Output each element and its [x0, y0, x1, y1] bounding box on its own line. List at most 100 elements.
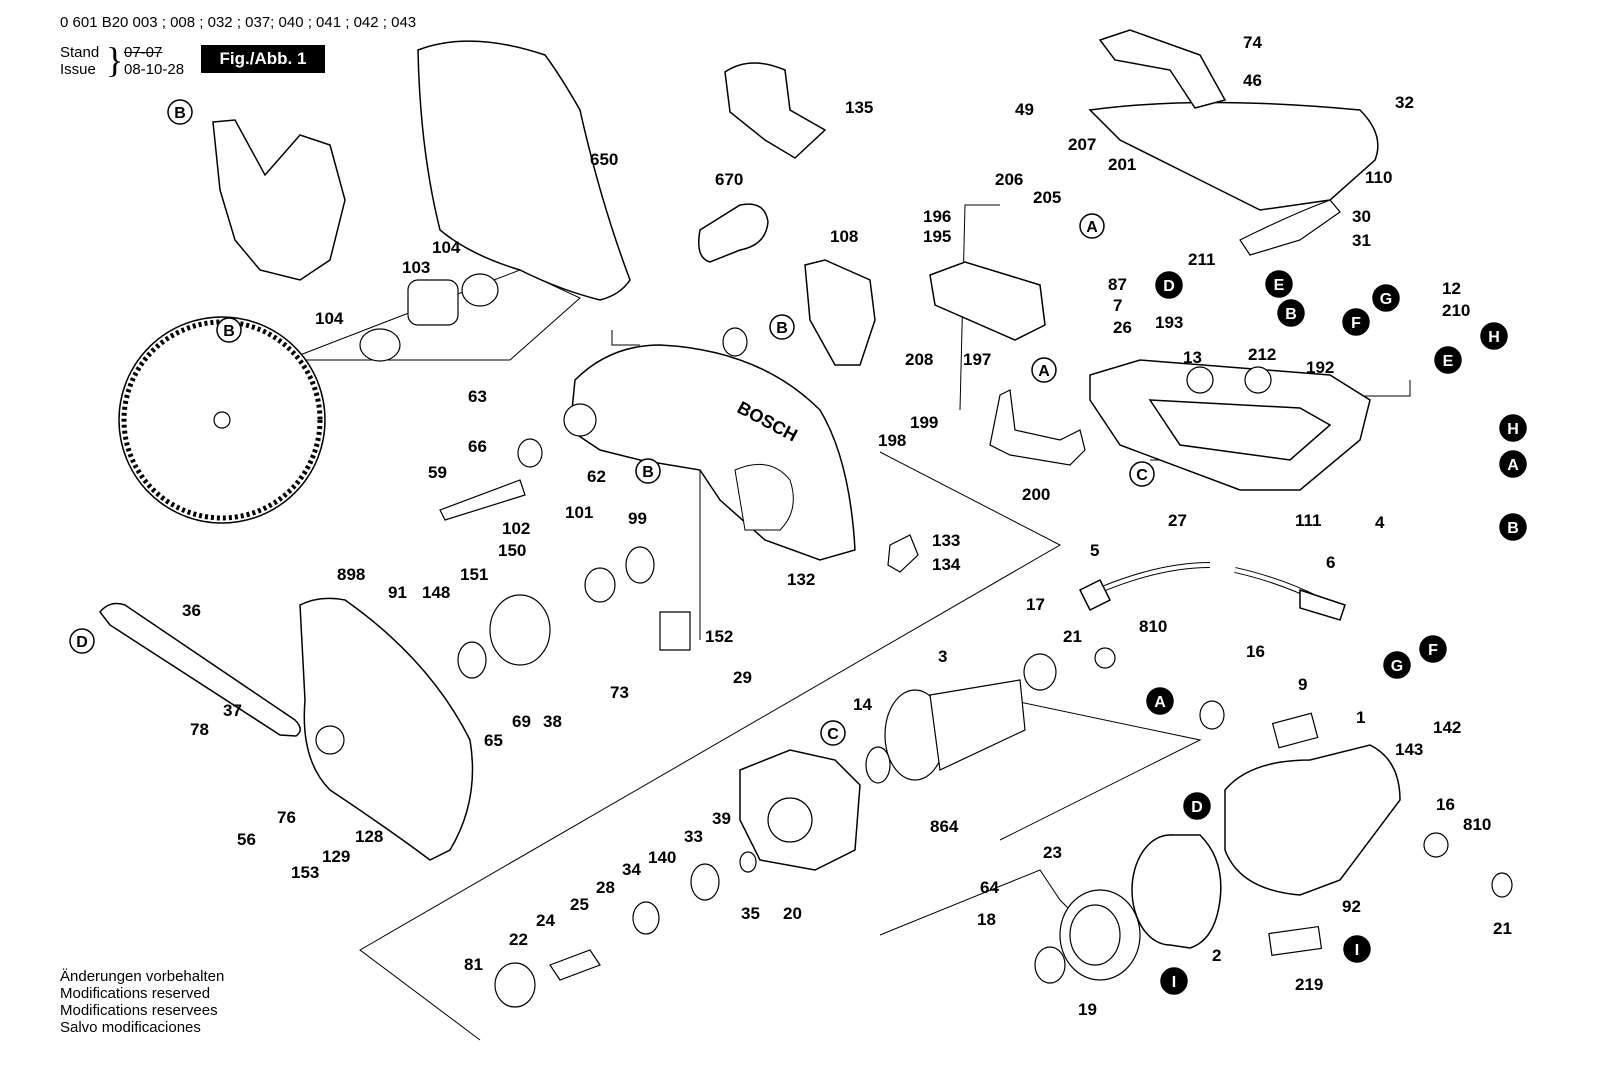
part-label-104: 104 — [432, 238, 461, 257]
part-label-17: 17 — [1026, 595, 1045, 614]
cover-195 — [929, 261, 1046, 341]
footer-note-fr: Modifications reservees — [60, 1002, 218, 1019]
filled-callout-I-14: I — [1160, 967, 1188, 995]
svg-text:A: A — [1038, 363, 1050, 380]
svg-text:D: D — [1191, 799, 1203, 816]
part-label-27: 27 — [1168, 511, 1187, 530]
outline-callout-C-7: C — [820, 720, 846, 746]
part-label-111: 111 — [1295, 511, 1322, 530]
part-label-81: 81 — [464, 955, 483, 974]
document-number: 0 601 B20 003 ; 008 ; 032 ; 037; 040 ; 0… — [60, 14, 417, 31]
part-label-151: 151 — [460, 565, 488, 584]
motor-housing — [1224, 744, 1401, 896]
issue-dates: 07-07 08-10-28 — [124, 44, 184, 78]
svg-text:D: D — [1163, 278, 1175, 295]
issue-labels: Stand Issue — [60, 44, 99, 78]
filled-callout-D-0: D — [1155, 271, 1183, 299]
part-label-34: 34 — [622, 860, 641, 879]
part-label-16: 16 — [1246, 642, 1265, 661]
filled-callout-E-6: E — [1434, 346, 1462, 374]
part-label-21: 21 — [1493, 919, 1512, 938]
part-label-78: 78 — [190, 720, 209, 739]
issue-label: Issue — [60, 61, 96, 78]
part-label-135: 135 — [845, 98, 873, 117]
svg-text:I: I — [1172, 974, 1176, 991]
part-label-66: 66 — [468, 437, 487, 456]
gear-housing-bore — [767, 797, 813, 843]
part-label-39: 39 — [712, 809, 731, 828]
stand-label: Stand — [60, 44, 100, 61]
part-label-12: 12 — [1442, 279, 1461, 298]
part-label-208: 208 — [905, 350, 933, 369]
filled-callout-D-13: D — [1183, 792, 1211, 820]
power-cord — [1078, 562, 1346, 621]
outline-callout-B-3: B — [635, 458, 661, 484]
filled-callout-A-8: A — [1499, 450, 1527, 478]
svg-text:B: B — [174, 105, 186, 122]
part-label-103: 103 — [402, 258, 430, 277]
part-label-99: 99 — [628, 509, 647, 528]
part-label-56: 56 — [237, 830, 256, 849]
filled-callout-F-4: F — [1342, 308, 1370, 336]
svg-text:G: G — [1391, 658, 1403, 675]
part-label-59: 59 — [428, 463, 447, 482]
part-label-30: 30 — [1352, 207, 1371, 226]
part-label-152: 152 — [705, 627, 733, 646]
part-label-92: 92 — [1342, 897, 1361, 916]
svg-text:C: C — [1136, 467, 1148, 484]
part-label-192: 192 — [1306, 358, 1334, 377]
part-label-33: 33 — [684, 827, 703, 846]
part-label-24: 24 — [536, 911, 555, 930]
outline-callout-A-4: A — [1031, 357, 1057, 383]
spring-assembly — [359, 273, 499, 362]
stator-field — [1131, 834, 1222, 949]
part-label-4: 4 — [1375, 513, 1385, 532]
part-label-206: 206 — [995, 170, 1023, 189]
part-label-63: 63 — [468, 387, 487, 406]
part-label-195: 195 — [923, 227, 951, 246]
part-label-108: 108 — [830, 227, 858, 246]
svg-text:F: F — [1351, 315, 1361, 332]
part-label-9: 9 — [1298, 675, 1307, 694]
clip-part-30 — [1239, 199, 1341, 256]
lower-blade-guard — [299, 597, 474, 861]
filled-callout-I-15: I — [1343, 935, 1371, 963]
svg-text:A: A — [1154, 694, 1166, 711]
svg-text:D: D — [76, 634, 88, 651]
filled-callout-B-2: B — [1277, 299, 1305, 327]
guard-hub — [315, 725, 345, 755]
footer-notes: Änderungen vorbehalten Modifications res… — [60, 968, 224, 1036]
part-label-6: 6 — [1326, 553, 1335, 572]
part-label-21: 21 — [1063, 627, 1082, 646]
filled-callout-A-12: A — [1146, 687, 1174, 715]
old-date: 07-07 — [124, 44, 163, 61]
part-label-142: 142 — [1433, 718, 1461, 737]
guard-lever-arm — [99, 602, 301, 737]
issue-block: Stand Issue } 07-07 08-10-28 — [60, 41, 320, 84]
part-label-898: 898 — [337, 565, 365, 584]
part-label-7: 7 — [1113, 296, 1122, 315]
part-label-49: 49 — [1015, 100, 1034, 119]
dust-spout — [724, 62, 827, 159]
part-label-1: 1 — [1356, 708, 1365, 727]
filled-callout-B-9: B — [1499, 513, 1527, 541]
svg-text:A: A — [1086, 219, 1098, 236]
part-label-210: 210 — [1442, 301, 1470, 320]
part-label-65: 65 — [484, 731, 503, 750]
part-label-46: 46 — [1243, 71, 1262, 90]
saw-blade — [118, 316, 326, 524]
part-label-20: 20 — [783, 904, 802, 923]
part-label-5: 5 — [1090, 541, 1099, 560]
part-label-31: 31 — [1352, 231, 1371, 250]
filled-callout-E-1: E — [1265, 270, 1293, 298]
part-label-22: 22 — [509, 930, 528, 949]
outline-callout-D-8: D — [69, 628, 95, 654]
part-label-197: 197 — [963, 350, 991, 369]
svg-text:B: B — [223, 323, 235, 340]
dust-adapter — [698, 203, 769, 263]
part-label-16: 16 — [1436, 795, 1455, 814]
filled-callout-H-5: H — [1480, 322, 1508, 350]
part-label-14: 14 — [853, 695, 872, 714]
bracket-200 — [989, 389, 1086, 466]
